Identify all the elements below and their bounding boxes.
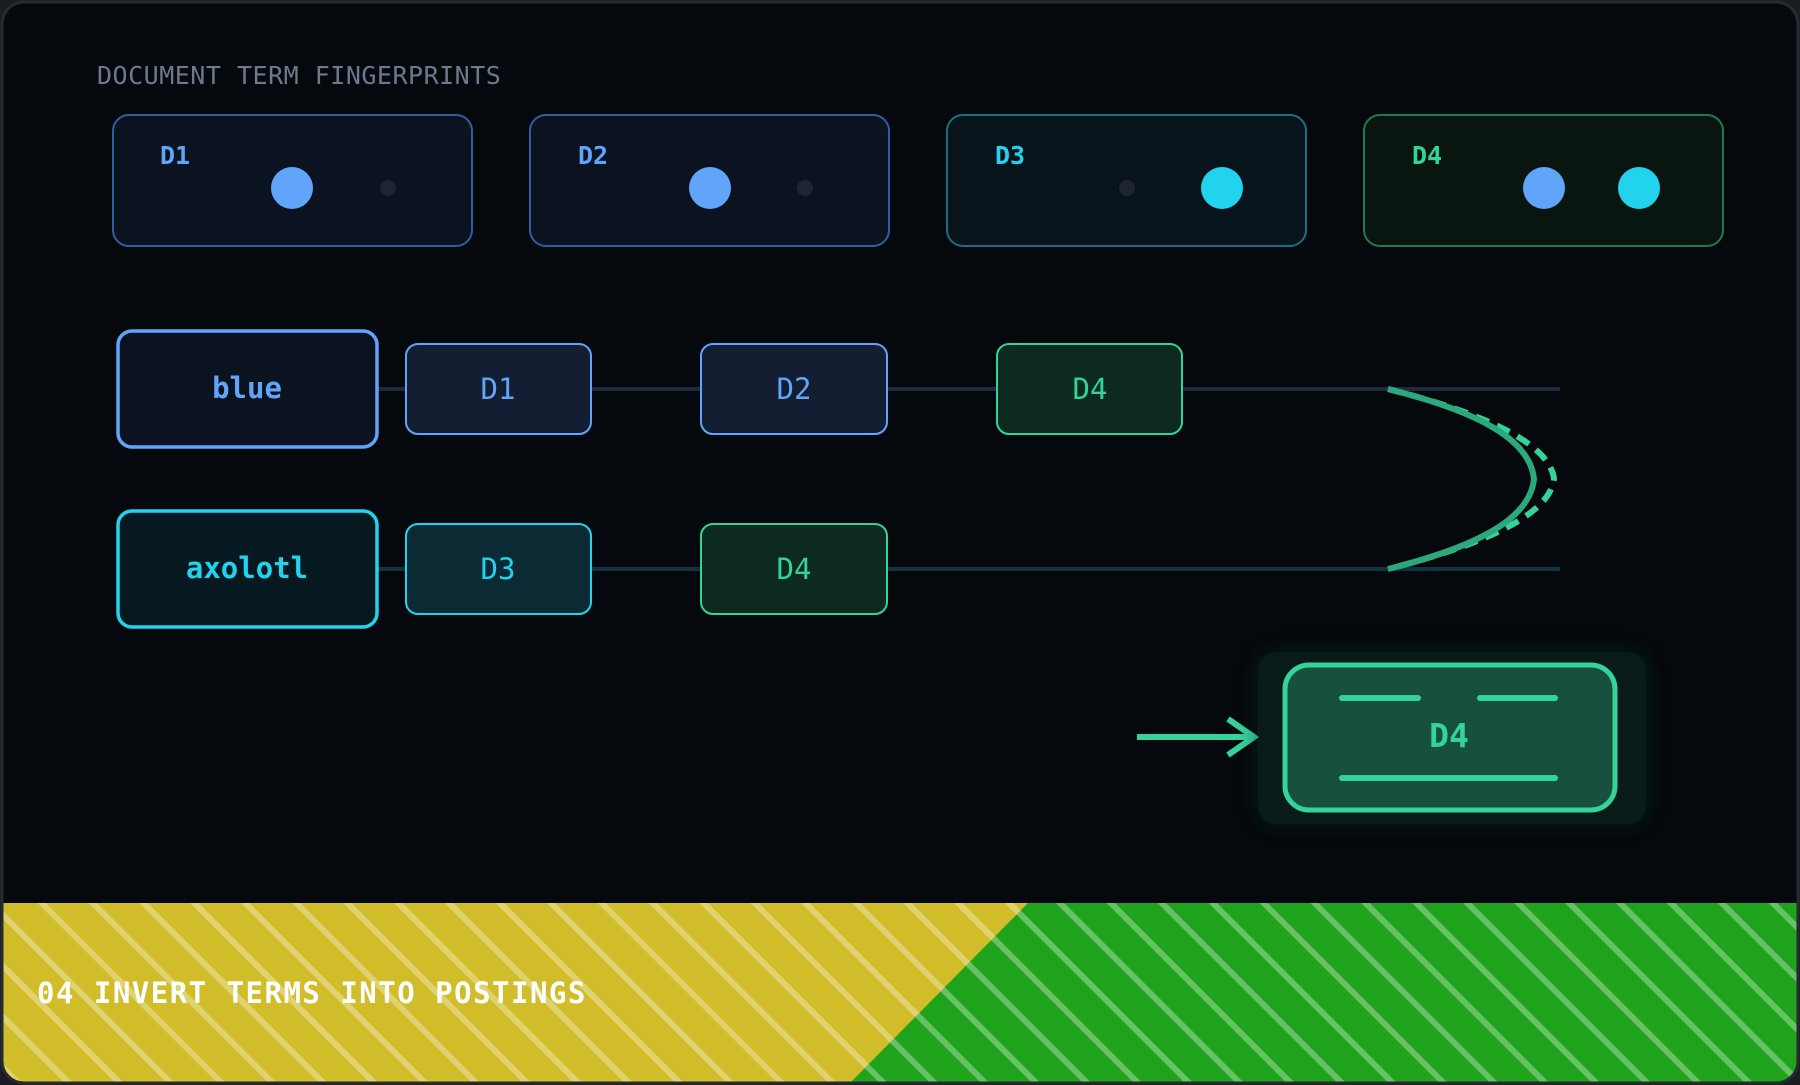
section-title: DOCUMENT TERM FINGERPRINTS — [97, 61, 501, 90]
term-row-axolotl: axolotl D3 D4 — [116, 509, 888, 629]
posting-entry — [405, 343, 592, 435]
doc-card-d2: D2 — [529, 114, 890, 247]
result-card — [1282, 662, 1618, 813]
banner-stripes — [2, 903, 1798, 1083]
term-dot-filled — [1618, 167, 1660, 209]
doc-card-d1: D1 — [112, 114, 473, 247]
doc-card-label: D3 — [995, 141, 1025, 170]
posting-entry — [405, 523, 592, 615]
doc-card-d4: D4 — [1363, 114, 1724, 247]
term-dot-filled — [1201, 167, 1243, 209]
term-label: axolotl — [186, 551, 308, 585]
doc-card-d3: D3 — [946, 114, 1307, 247]
intersection-bracket — [1387, 386, 1558, 572]
posting-entry — [700, 523, 888, 615]
intersection-curve — [1387, 386, 1538, 572]
term-node — [116, 329, 379, 449]
term-dot-empty — [797, 180, 813, 196]
posting-entry-label: D4 — [1073, 372, 1108, 406]
term-dot-filled — [1523, 167, 1565, 209]
arrow-head-icon — [1226, 716, 1260, 758]
posting-entry-label: D3 — [481, 552, 516, 586]
footer-banner: 04 INVERT TERMS INTO POSTINGS — [2, 903, 1798, 1083]
term-node — [116, 509, 379, 629]
posting-entry — [996, 343, 1183, 435]
posting-entry-label: D4 — [777, 552, 812, 586]
term-dot-filled — [689, 167, 731, 209]
term-dot-empty — [1119, 180, 1135, 196]
footer-caption: 04 INVERT TERMS INTO POSTINGS — [37, 976, 587, 1010]
result-label: D4 — [1429, 716, 1469, 755]
posting-entry-label: D2 — [777, 372, 812, 406]
term-row-blue: blue D1 D2 D4 — [116, 329, 1183, 449]
term-dot-empty — [380, 180, 396, 196]
doc-card-label: D1 — [160, 141, 190, 170]
doc-card-label: D2 — [578, 141, 608, 170]
posting-entry-label: D1 — [481, 372, 516, 406]
term-dot-filled — [271, 167, 313, 209]
posting-entry — [700, 343, 888, 435]
doc-card-label: D4 — [1412, 141, 1442, 170]
result-node: D4 — [1258, 652, 1646, 824]
result-arrow — [1137, 716, 1260, 758]
term-label: blue — [212, 371, 282, 405]
